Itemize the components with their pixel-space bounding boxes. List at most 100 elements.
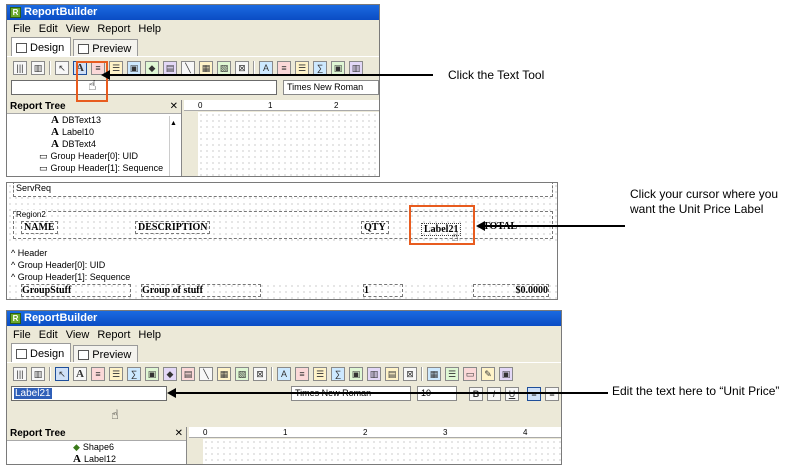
dbtext-icon[interactable]: A (259, 60, 273, 75)
shape-icon[interactable]: ◆ (145, 60, 159, 75)
scroll-up-icon[interactable]: ▲ (170, 120, 177, 127)
new-label[interactable]: Label21 (421, 223, 462, 236)
menu-view[interactable]: View (65, 328, 90, 341)
dbcalc-icon[interactable]: ∑ (331, 366, 345, 381)
crosstab-icon[interactable]: ⊠ (253, 366, 267, 381)
dbrichtext-icon[interactable]: ☰ (313, 366, 327, 381)
dbbarcode-icon[interactable]: ▥ (367, 366, 381, 381)
tab-preview[interactable]: Preview (73, 345, 139, 362)
dbchart-icon[interactable]: ▤ (385, 366, 399, 381)
menu-help[interactable]: Help (138, 328, 162, 341)
tree-item[interactable]: ▭ Group Header[1]: Sequence (7, 162, 181, 174)
tab-design[interactable]: Design (11, 37, 72, 56)
menu-view[interactable]: View (65, 22, 90, 35)
dbcheckbox-icon[interactable]: ⊠ (403, 366, 417, 381)
region-icon[interactable]: ▦ (217, 366, 231, 381)
column-qty[interactable]: QTY (361, 221, 389, 234)
menu-report[interactable]: Report (97, 328, 131, 341)
dbimage-icon[interactable]: ▣ (349, 366, 363, 381)
menu-edit[interactable]: Edit (38, 328, 58, 341)
grip-icon[interactable]: ||| (13, 60, 27, 75)
dbmemo-icon[interactable]: ≡ (277, 60, 291, 75)
line-icon[interactable]: ╲ (181, 60, 195, 75)
arrow-line (108, 74, 433, 76)
callout-text-tool: Click the Text Tool (448, 68, 545, 82)
dbtext-icon[interactable]: A (277, 366, 291, 381)
dbbarcode-icon[interactable]: ▥ (349, 60, 363, 75)
dbrichtext-icon[interactable]: ☰ (295, 60, 309, 75)
design-canvas[interactable]: 0 1 2 3 4 (189, 427, 561, 464)
table-icon[interactable]: ▦ (427, 366, 441, 381)
richtext-icon[interactable]: ☰ (109, 60, 123, 75)
section-item[interactable]: ^ Header (11, 248, 48, 258)
row-cell[interactable]: $0.0000 (473, 284, 549, 297)
text-tool-icon[interactable]: A (73, 366, 87, 381)
text-edit-field[interactable] (11, 80, 277, 95)
barcode-icon[interactable]: ▥ (31, 60, 45, 75)
image-icon[interactable]: ▣ (145, 366, 159, 381)
row-cell[interactable]: 1 (363, 284, 403, 297)
tree-item[interactable]: A Label12 (7, 453, 186, 464)
grid-icon[interactable]: ▣ (499, 366, 513, 381)
menu-report[interactable]: Report (97, 22, 131, 35)
text-edit-field[interactable]: Label21 (11, 386, 167, 401)
menu-help[interactable]: Help (138, 22, 162, 35)
align-left-icon[interactable]: ≡ (527, 387, 541, 401)
calc-icon[interactable]: ∑ (127, 366, 141, 381)
italic-button[interactable]: I (487, 387, 501, 401)
select-arrow-icon[interactable]: ↖ (55, 60, 69, 75)
tree-item[interactable]: A DBText13 (7, 114, 181, 126)
barcode-icon[interactable]: ▥ (31, 366, 45, 381)
image-icon[interactable]: ▣ (127, 60, 141, 75)
memo-icon[interactable]: ≡ (91, 366, 105, 381)
panel-text-tool: R ReportBuilder File Edit View Report He… (6, 4, 380, 177)
select-arrow-icon[interactable]: ↖ (55, 366, 69, 381)
horizontal-ruler: 0 1 2 3 4 (189, 427, 561, 438)
close-icon[interactable]: ✕ (169, 101, 178, 112)
close-icon[interactable]: ✕ (174, 428, 183, 439)
toolbar-separator-3 (421, 366, 423, 381)
dbimage-icon[interactable]: ▣ (331, 60, 345, 75)
underline-button[interactable]: U (505, 387, 519, 401)
subreport-icon[interactable]: ▧ (235, 366, 249, 381)
region-icon[interactable]: ▦ (199, 60, 213, 75)
dbmemo-icon[interactable]: ≡ (295, 366, 309, 381)
report-tree-title: Report Tree (10, 428, 66, 439)
subreport-icon[interactable]: ▧ (217, 60, 231, 75)
align-center-icon[interactable]: ≡ (545, 387, 559, 401)
tree-scrollbar[interactable]: ▲ (169, 116, 179, 176)
tab-design[interactable]: Design (11, 343, 72, 362)
arrow-head (476, 221, 485, 231)
tree-item[interactable]: A DBText4 (7, 138, 181, 150)
column-description[interactable]: DESCRIPTION (135, 221, 211, 234)
page-icon[interactable]: ▭ (463, 366, 477, 381)
row-cell[interactable]: GroupStuff (21, 284, 131, 297)
menu-edit[interactable]: Edit (38, 22, 58, 35)
dbcalc-icon[interactable]: ∑ (313, 60, 327, 75)
menu-file[interactable]: File (13, 22, 31, 35)
bold-button[interactable]: B (469, 387, 483, 401)
line-icon[interactable]: ╲ (199, 366, 213, 381)
dbtext-icon: A (51, 138, 59, 150)
label-icon: A (51, 126, 59, 138)
pen-icon[interactable]: ✎ (481, 366, 495, 381)
richtext-icon[interactable]: ☰ (109, 366, 123, 381)
highlight-box (409, 205, 475, 245)
tab-preview[interactable]: Preview (73, 39, 139, 56)
font-name-field[interactable]: Times New Roman (283, 80, 379, 95)
column-name[interactable]: NAME (21, 221, 58, 234)
row-cell[interactable]: Group of stuff (141, 284, 261, 297)
shape-icon[interactable]: ◆ (163, 366, 177, 381)
section-item[interactable]: ^ Group Header[0]: UID (11, 260, 106, 270)
tree-item[interactable]: ▭ Group Header[0]: UID (7, 150, 181, 162)
grip-icon[interactable]: ||| (13, 366, 27, 381)
tree-item[interactable]: ◆ Shape6 (7, 441, 186, 453)
chart-icon[interactable]: ▤ (181, 366, 195, 381)
menu-file[interactable]: File (13, 328, 31, 341)
crosstab-icon[interactable]: ⊠ (235, 60, 249, 75)
section-item[interactable]: ^ Group Header[1]: Sequence (11, 272, 131, 282)
tree-item[interactable]: A Label10 (7, 126, 181, 138)
chart-icon[interactable]: ▤ (163, 60, 177, 75)
list-icon[interactable]: ☰ (445, 366, 459, 381)
design-canvas[interactable]: 0 1 2 (184, 100, 379, 176)
